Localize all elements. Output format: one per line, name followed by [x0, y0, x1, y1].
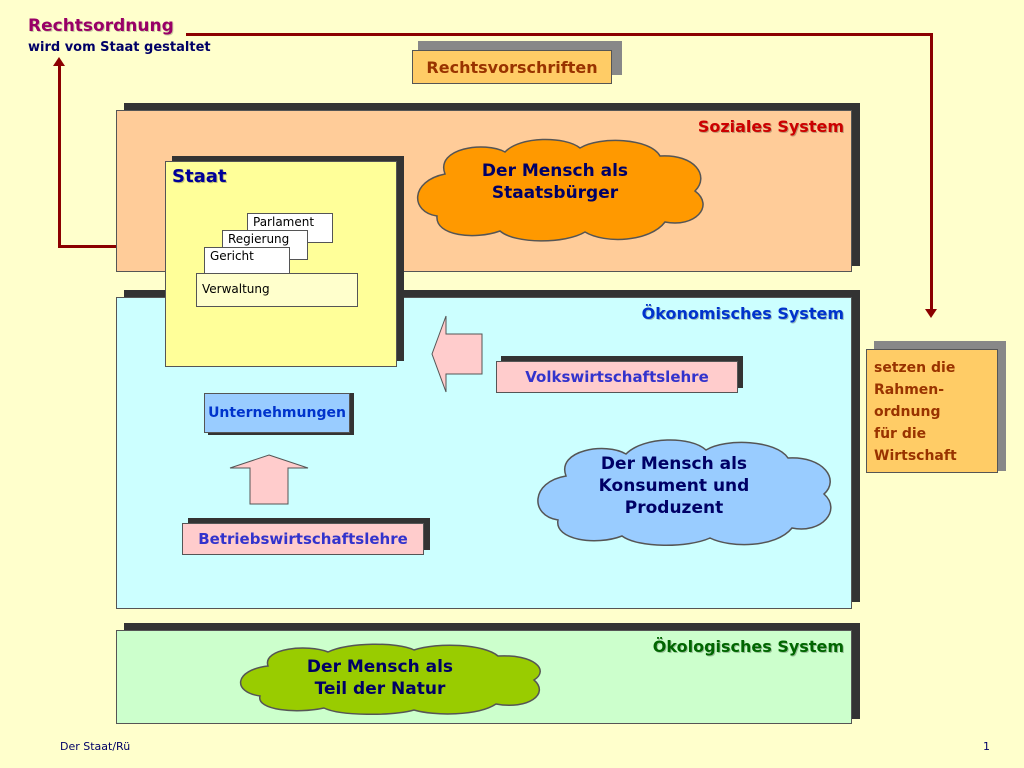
- citizen-cloud-line1: Der Mensch als: [481, 161, 629, 181]
- side-note-line1: setzen die: [874, 360, 956, 376]
- economic-system-title: Ökonomisches System: [641, 304, 844, 323]
- side-note-line5: Wirtschaft: [874, 448, 957, 464]
- nature-cloud-line2: Teil der Natur: [314, 679, 446, 699]
- vwl-box: Volkswirtschaftslehre: [496, 361, 738, 393]
- side-note-line4: für die: [874, 426, 927, 442]
- side-note-line3: ordnung: [874, 404, 941, 420]
- side-note-box: setzen die Rahmen- ordnung für die Wirts…: [866, 349, 998, 473]
- footer-left: Der Staat/Rü: [60, 740, 131, 753]
- gericht-box: Gericht: [204, 247, 290, 277]
- header-title: Rechtsordnung: [28, 16, 174, 36]
- staat-title: Staat: [172, 166, 227, 187]
- bwl-box: Betriebswirtschaftslehre: [182, 523, 424, 555]
- consumer-cloud-line3: Produzent: [624, 498, 724, 518]
- header-subtitle: wird vom Staat gestaltet: [28, 40, 211, 55]
- citizen-cloud-text: Der Mensch als Staatsbürger: [455, 160, 655, 204]
- connector-top-horizontal: [186, 33, 933, 36]
- arrow-left-icon: [431, 315, 483, 393]
- consumer-cloud-line2: Konsument und: [598, 476, 750, 496]
- citizen-cloud-line2: Staatsbürger: [491, 183, 619, 203]
- page-number: 1: [983, 740, 990, 753]
- nature-cloud-text: Der Mensch als Teil der Natur: [280, 656, 480, 700]
- arrow-up-icon: [53, 57, 65, 66]
- arrow-down-icon: [925, 309, 937, 318]
- social-system-title: Soziales System: [697, 117, 844, 136]
- nature-cloud-line1: Der Mensch als: [306, 657, 454, 677]
- consumer-cloud-text: Der Mensch als Konsument und Produzent: [574, 453, 774, 519]
- connector-left-vertical: [58, 66, 61, 248]
- ecological-system-title: Ökologisches System: [652, 637, 844, 656]
- arrow-up-block-icon: [229, 454, 309, 505]
- consumer-cloud-line1: Der Mensch als: [600, 454, 748, 474]
- rechtsvorschriften-box: Rechtsvorschriften: [412, 50, 612, 84]
- connector-right-vertical: [930, 33, 933, 311]
- side-note-line2: Rahmen-: [874, 382, 945, 398]
- citizen-cloud: [417, 138, 704, 242]
- nature-cloud: [240, 643, 541, 715]
- verwaltung-box: Verwaltung: [196, 273, 358, 307]
- unternehmungen-box: Unternehmungen: [204, 393, 350, 433]
- consumer-cloud: [537, 439, 832, 546]
